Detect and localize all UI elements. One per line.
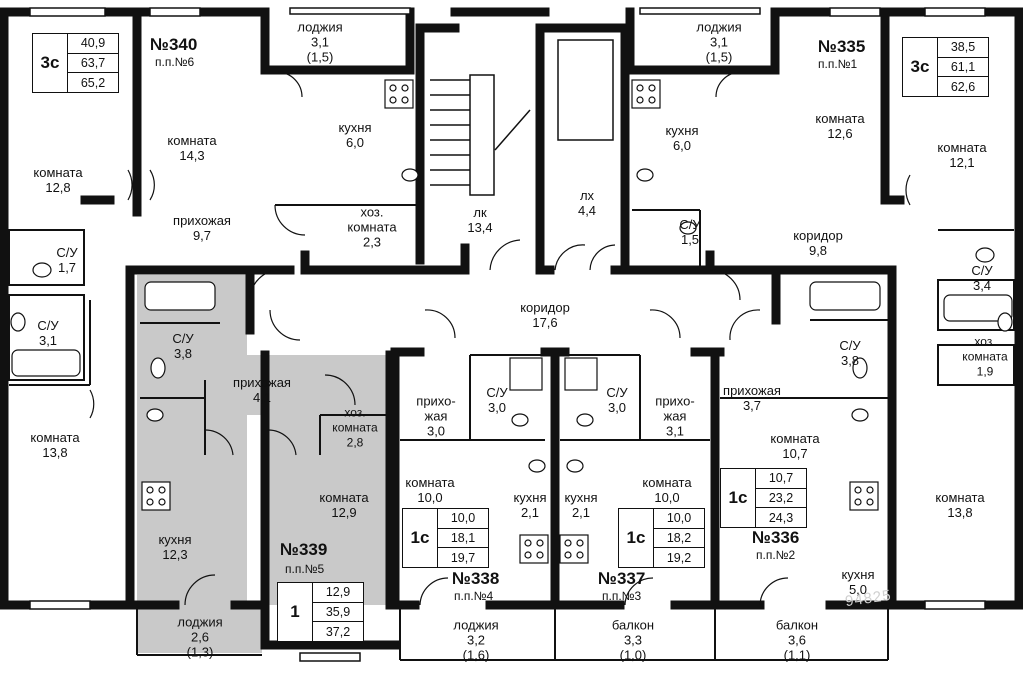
apt-340-living: 40,9 — [68, 34, 118, 54]
apt-335-living: 38,5 — [938, 38, 988, 58]
apt-340-type: 3с — [33, 34, 68, 92]
apt-339-pp: п.п.№5 — [285, 562, 325, 576]
apt-336-total-loggia: 24,3 — [768, 510, 794, 525]
apt-336-type: 1с — [721, 469, 756, 527]
apt-340-total-loggia: 65,2 — [80, 75, 106, 90]
apt-336-total: 23,2 — [756, 489, 806, 509]
apt-339-total: 35,9 — [313, 603, 363, 623]
apt-340-total: 63,7 — [68, 54, 118, 74]
apt-336-number: №336 — [752, 528, 800, 547]
fixtures — [10, 79, 1013, 564]
apt-338-pp: п.п.№4 — [454, 589, 494, 603]
apt-336-living: 10,7 — [756, 469, 806, 489]
apt-339-living: 12,9 — [313, 583, 363, 603]
windows — [29, 7, 986, 662]
apt-337-type: 1с — [619, 509, 654, 567]
apt-337-total-loggia: 19,2 — [666, 550, 692, 565]
partitions — [8, 204, 1015, 661]
apt-335-total-loggia: 62,6 — [950, 79, 976, 94]
apt-338-type: 1с — [403, 509, 438, 567]
apt-335-number: №335 — [818, 37, 866, 56]
apt-335-total: 61,1 — [938, 58, 988, 78]
apt-338-number: №338 — [452, 569, 500, 588]
stair-lift-graphics — [430, 39, 614, 196]
apt-339-number: №339 — [280, 540, 328, 559]
apt-338-total-loggia: 19,7 — [450, 550, 476, 565]
apt-339-type: 1 — [278, 583, 313, 641]
apt-340-number: №340 — [150, 35, 198, 54]
apt-340-pp: п.п.№6 — [155, 55, 195, 69]
apt-335-pp: п.п.№1 — [818, 57, 858, 71]
apt-338-living: 10,0 — [438, 509, 488, 529]
apt-338-total: 18,1 — [438, 529, 488, 549]
apt-339-total-loggia: 37,2 — [325, 624, 351, 639]
door-swings — [89, 71, 911, 606]
apartment-339-highlight — [137, 275, 390, 653]
apt-337-total: 18,2 — [654, 529, 704, 549]
walls — [0, 7, 1023, 650]
apt-337-living: 10,0 — [654, 509, 704, 529]
apt-335-type: 3с — [903, 38, 938, 96]
apt-337-pp: п.п.№3 — [602, 589, 642, 603]
apt-337-number: №337 — [598, 569, 646, 588]
apt-336-pp: п.п.№2 — [756, 548, 796, 562]
